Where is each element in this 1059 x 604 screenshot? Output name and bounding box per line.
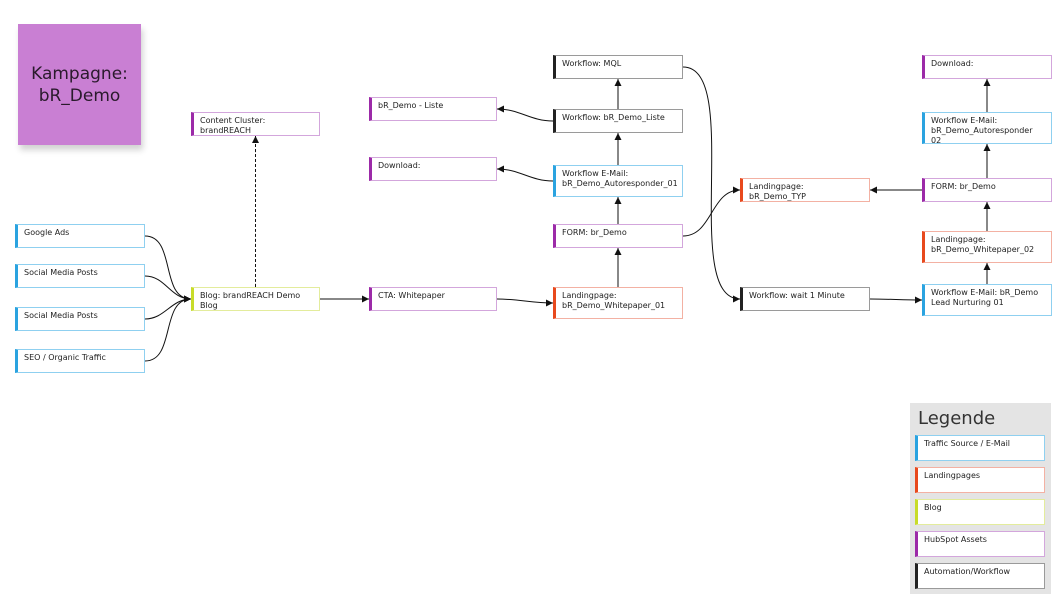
- node-workflow-email-autoresponder-01[interactable]: Workflow E-Mail: bR_Demo_Autoresponder_0…: [553, 165, 683, 197]
- node-br-demo-liste[interactable]: bR_Demo - Liste: [369, 97, 497, 121]
- connector-social_2-to-blog: [144, 295, 192, 320]
- node-label: Google Ads: [24, 228, 70, 237]
- legend-item-label: Landingpages: [924, 471, 981, 480]
- node-download-2[interactable]: Download:: [922, 55, 1052, 79]
- node-label: Landingpage: bR_Demo_Whitepaper_02: [931, 235, 1035, 254]
- connector-wf_mql-to-wf_wait: [682, 66, 741, 303]
- node-content-cluster[interactable]: Content Cluster: brandREACH: [191, 112, 320, 136]
- node-label: Download:: [931, 59, 974, 68]
- node-label: Workflow E-Mail: bR_Demo_Autoresponder_0…: [562, 169, 678, 188]
- legend: Legende Traffic Source / E-Mail Landingp…: [910, 403, 1051, 594]
- legend-item-label: HubSpot Assets: [924, 535, 987, 544]
- node-label: Download:: [378, 161, 421, 170]
- node-social-media-posts-1[interactable]: Social Media Posts: [15, 264, 145, 288]
- node-form-br-demo-1[interactable]: FORM: br_Demo: [553, 224, 683, 248]
- node-label: Social Media Posts: [24, 311, 98, 320]
- connector-wf_wait-to-wf_nurture: [869, 296, 923, 304]
- node-workflow-br-demo-liste[interactable]: Workflow: bR_Demo_Liste: [553, 109, 683, 133]
- node-label: bR_Demo - Liste: [378, 101, 444, 110]
- connector-form_1-to-lp_typ: [682, 186, 741, 237]
- node-label: Workflow: bR_Demo_Liste: [562, 113, 665, 122]
- node-google-ads[interactable]: Google Ads: [15, 224, 145, 248]
- node-label: Landingpage: bR_Demo_Whitepaper_01: [562, 291, 666, 310]
- node-label: CTA: Whitepaper: [378, 291, 445, 300]
- campaign-sticky-note[interactable]: Kampagne: bR_Demo: [18, 24, 141, 145]
- node-label: Blog: brandREACH Demo Blog: [200, 291, 301, 310]
- connector-seo-to-blog: [144, 295, 192, 362]
- node-label: Workflow E-Mail: bR_Demo Lead Nurturing …: [931, 288, 1039, 307]
- node-label: Content Cluster: brandREACH: [200, 116, 266, 135]
- node-workflow-email-lead-nurturing-01[interactable]: Workflow E-Mail: bR_Demo Lead Nurturing …: [922, 284, 1052, 316]
- node-blog[interactable]: Blog: brandREACH Demo Blog: [191, 287, 320, 311]
- node-seo-organic-traffic[interactable]: SEO / Organic Traffic: [15, 349, 145, 373]
- node-landingpage-whitepaper-01[interactable]: Landingpage: bR_Demo_Whitepaper_01: [553, 287, 683, 319]
- connector-google_ads-to-blog: [144, 235, 192, 303]
- node-label: Workflow: wait 1 Minute: [749, 291, 845, 300]
- legend-item-label: Traffic Source / E-Mail: [924, 439, 1011, 448]
- node-label: Workflow E-Mail: bR_Demo_Autoresponder 0…: [931, 116, 1033, 144]
- node-label: Workflow: MQL: [562, 59, 622, 68]
- node-label: FORM: br_Demo: [562, 228, 627, 237]
- node-cta-whitepaper[interactable]: CTA: Whitepaper: [369, 287, 497, 311]
- node-landingpage-typ[interactable]: Landingpage: bR_Demo_TYP: [740, 178, 870, 202]
- legend-item-label: Automation/Workflow: [924, 567, 1011, 576]
- campaign-name: bR_Demo: [38, 85, 121, 106]
- node-workflow-mql[interactable]: Workflow: MQL: [553, 55, 683, 79]
- node-landingpage-whitepaper-02[interactable]: Landingpage: bR_Demo_Whitepaper_02: [922, 231, 1052, 263]
- node-social-media-posts-2[interactable]: Social Media Posts: [15, 307, 145, 331]
- node-label: SEO / Organic Traffic: [24, 353, 106, 362]
- connector-wf_liste-to-liste: [496, 105, 554, 122]
- legend-item-label: Blog: [924, 503, 942, 512]
- legend-item-hubspot-assets: HubSpot Assets: [915, 531, 1045, 557]
- connector-social_1-to-blog: [144, 275, 192, 303]
- node-workflow-wait-1-minute[interactable]: Workflow: wait 1 Minute: [740, 287, 870, 311]
- node-label: FORM: br_Demo: [931, 182, 996, 191]
- node-download-1[interactable]: Download:: [369, 157, 497, 181]
- node-workflow-email-autoresponder-02[interactable]: Workflow E-Mail: bR_Demo_Autoresponder 0…: [922, 112, 1052, 144]
- legend-item-landingpages: Landingpages: [915, 467, 1045, 493]
- legend-item-traffic-source: Traffic Source / E-Mail: [915, 435, 1045, 461]
- connector-cta-to-lp_01: [496, 298, 554, 307]
- campaign-label: Kampagne:: [31, 63, 128, 84]
- node-label: Social Media Posts: [24, 268, 98, 277]
- legend-title: Legende: [918, 408, 996, 429]
- legend-item-blog: Blog: [915, 499, 1045, 525]
- legend-item-automation-workflow: Automation/Workflow: [915, 563, 1045, 589]
- node-form-br-demo-2[interactable]: FORM: br_Demo: [922, 178, 1052, 202]
- connector-wf_email_01-to-download_1: [496, 165, 554, 182]
- node-label: Landingpage: bR_Demo_TYP: [749, 182, 807, 201]
